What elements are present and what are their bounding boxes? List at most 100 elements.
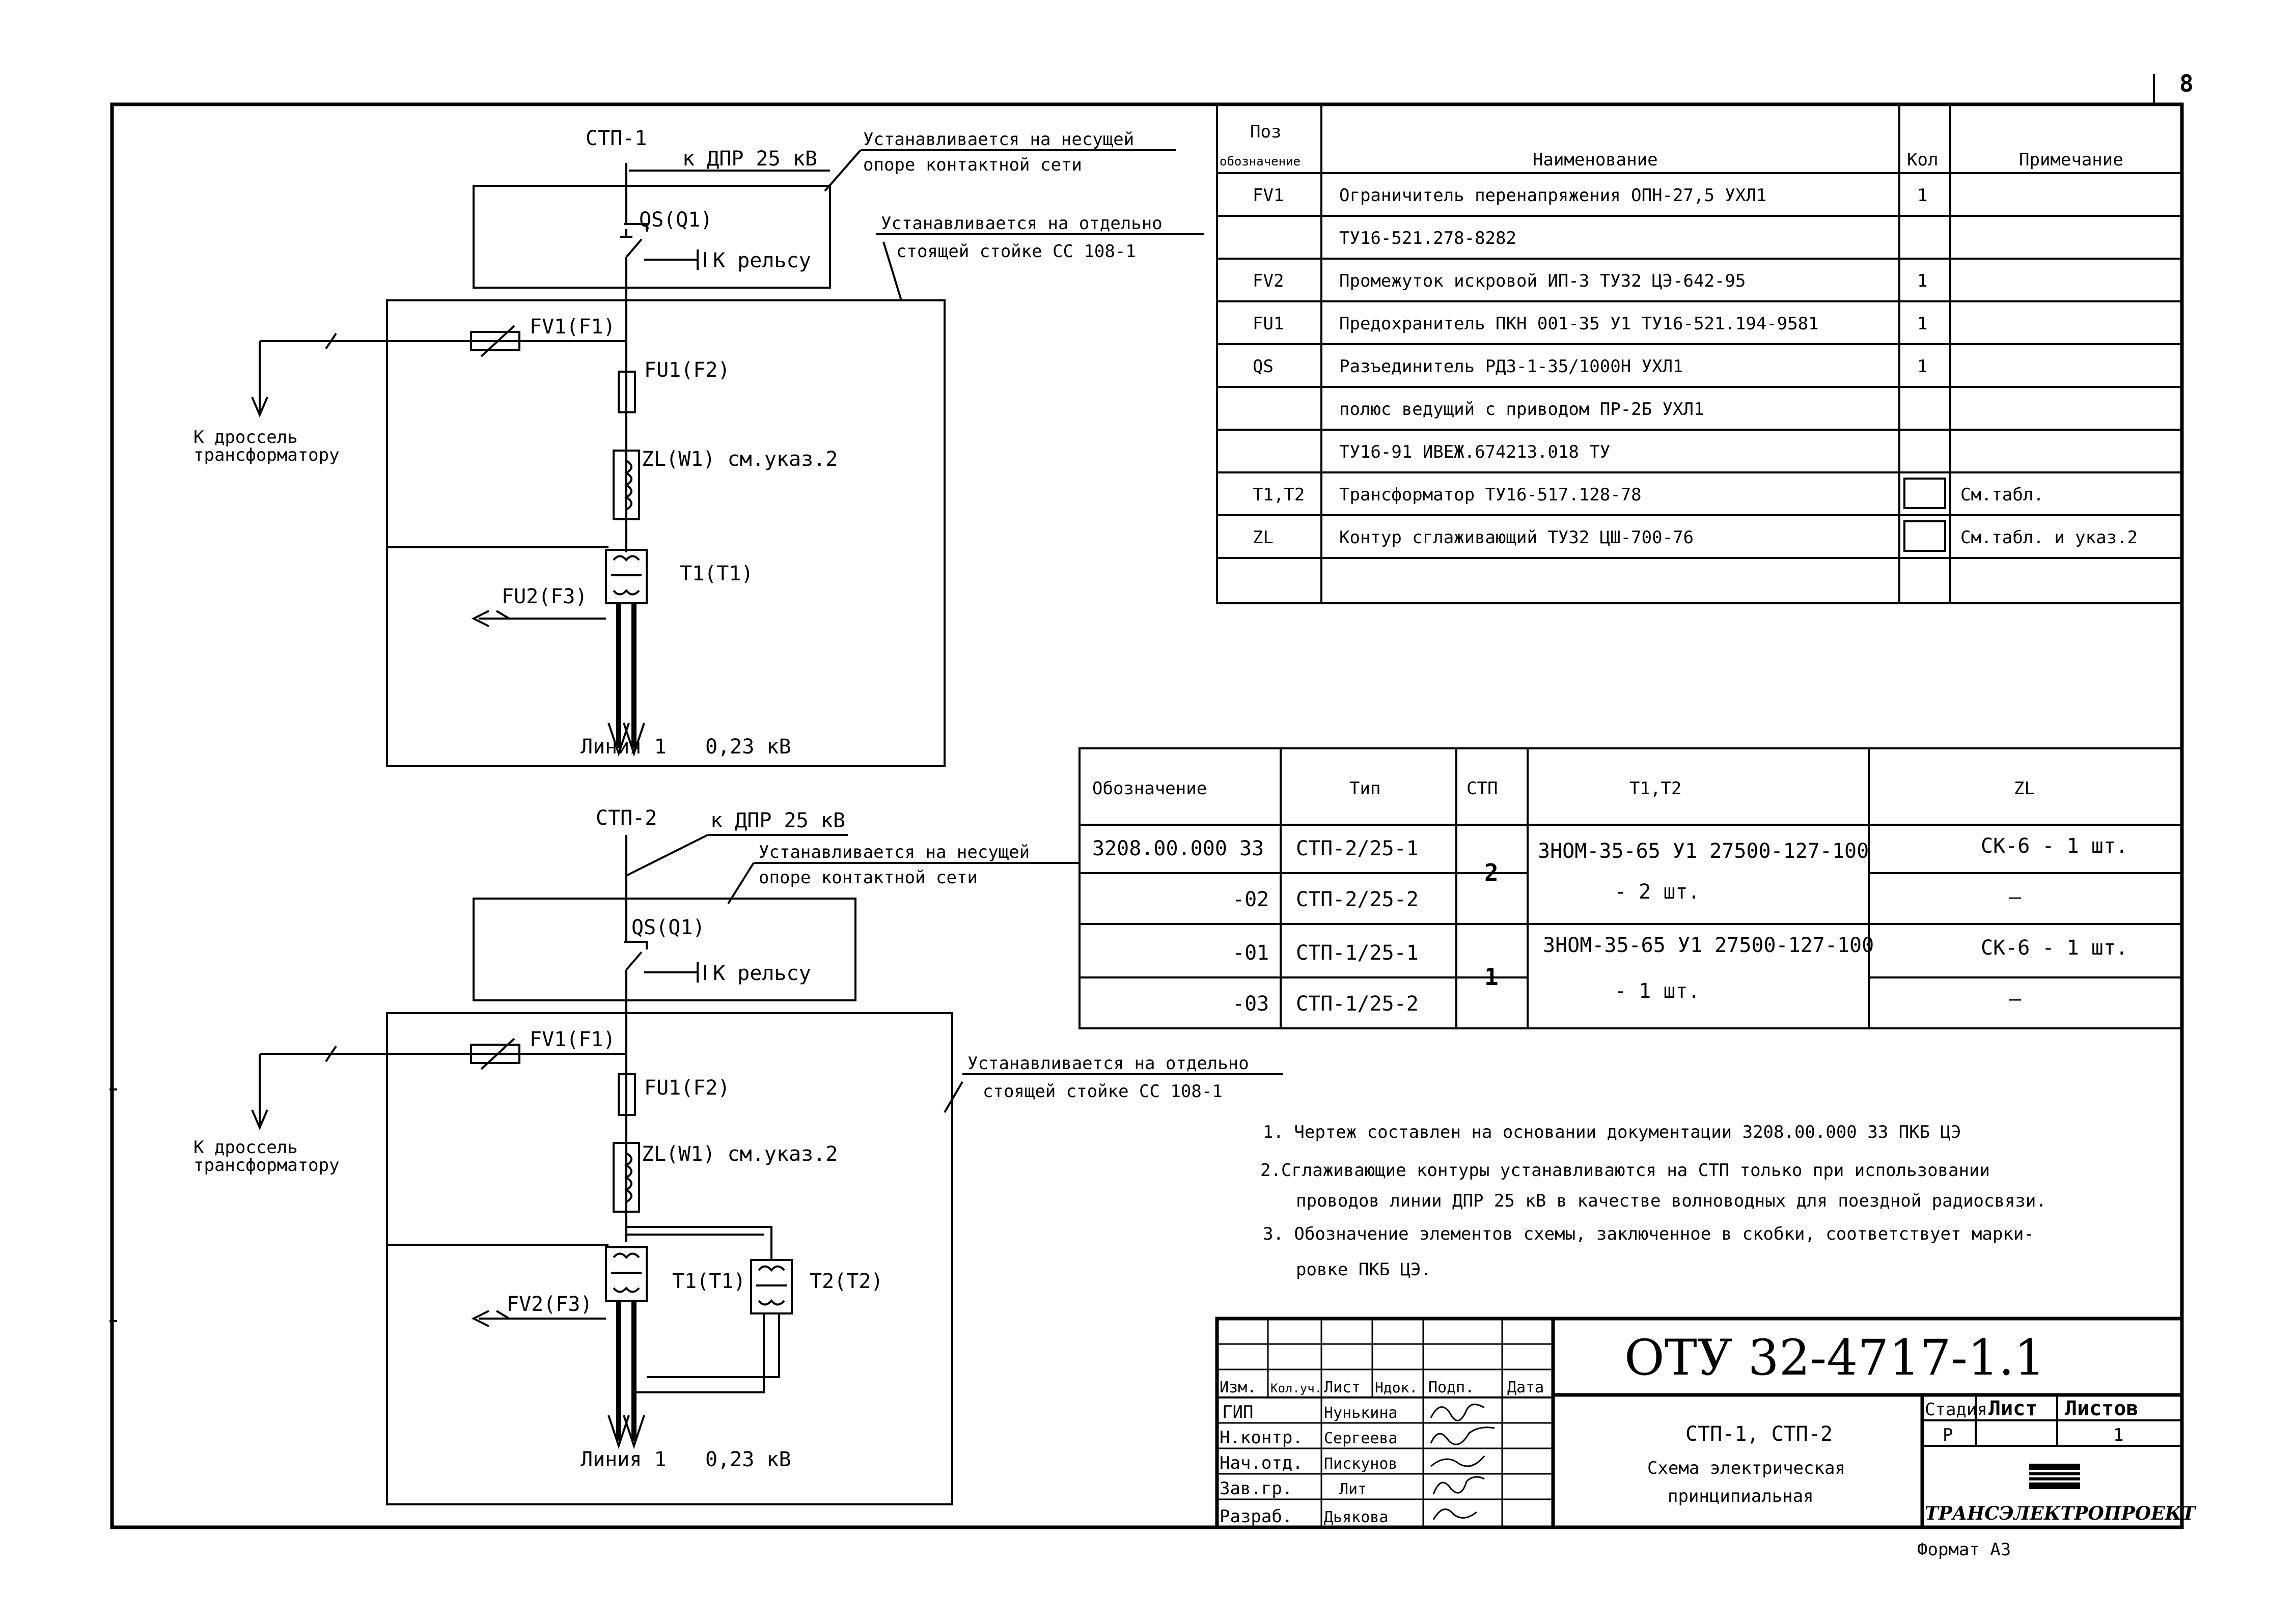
type-table-frame [1078, 747, 2183, 1029]
choke-arrow [251, 397, 268, 418]
cell-name: Трансформатор ТУ16-517.128-78 [1339, 485, 1642, 505]
note-mid-leader [944, 1081, 963, 1113]
fv2-tap [471, 610, 606, 627]
cell-qty: 1 [1917, 314, 1927, 334]
rail-label: К рельсу [713, 962, 811, 985]
page-number: 8 [2179, 70, 2194, 97]
feed-label: к ДПР 25 кВ [682, 147, 817, 171]
zl-coil [624, 1152, 632, 1203]
stand-box [386, 299, 946, 767]
feed-leader [626, 834, 708, 877]
person: Нунькина [1324, 1404, 1398, 1422]
rail-label: К рельсу [713, 249, 811, 272]
choke-label-1: К дроссель [193, 1137, 298, 1158]
cell-note: См.табл. и указ.2 [1960, 527, 2138, 548]
line-label: Линия 1 [580, 735, 667, 759]
note-3-cont: ровке ПКБ ЦЭ. [1296, 1260, 1431, 1280]
note-top-leader [727, 862, 755, 905]
transformer-t1 [605, 1246, 648, 1302]
company-name: ТРАНСЭЛЕКТРОПРОЕКТ [1925, 1503, 2196, 1524]
title-line-1: СТП-1, СТП-2 [1685, 1422, 1833, 1446]
t1-label: T1(T1) [672, 1270, 746, 1293]
cell-pos: ZL [1253, 527, 1274, 548]
t2-output [634, 1313, 780, 1393]
note-3: 3. Обозначение элементов схемы, заключен… [1263, 1224, 2034, 1244]
fuse-symbol [618, 1073, 636, 1116]
out-arrow-b [623, 1415, 645, 1449]
designation: -02 [1232, 888, 1269, 911]
fuse-symbol [618, 371, 636, 413]
fv2-tap [471, 1310, 606, 1327]
fu-label: FU1(F2) [644, 358, 730, 382]
cell-name: Промежуток искровой ИП-3 ТУ32 ЦЭ-642-95 [1339, 271, 1746, 291]
cell-name: ТУ16-91 ИВЕЖ.674213.018 ТУ [1339, 442, 1610, 462]
zl-coil [624, 460, 632, 511]
stp-count: 1 [1484, 963, 1499, 991]
note-top-line1: Устанавливается на несущей [863, 129, 1134, 150]
qs-label: QS(Q1) [631, 916, 705, 939]
role: Разраб. [1220, 1506, 1292, 1527]
fv-label: FV1(F1) [530, 1028, 616, 1051]
zl-label: ZL(W1) см.указ.2 [642, 1142, 838, 1166]
t1-coils [611, 1252, 642, 1293]
t2-label: T2(T2) [810, 1270, 883, 1293]
person: Дьякова [1324, 1508, 1388, 1526]
signature [1432, 1476, 1485, 1495]
qty-box [1903, 520, 1946, 552]
designation: -03 [1232, 992, 1269, 1016]
circuit-stp2: СТП-2 к ДПР 25 кВ Устанавливается на нес… [193, 806, 1283, 1505]
t1-label: T1(T1) [680, 562, 754, 585]
signature [1430, 1426, 1495, 1445]
format-label: Формат А3 [1917, 1540, 2011, 1560]
notes: 1. Чертеж составлен на основании докумен… [1260, 1122, 2046, 1280]
logo-lines [2024, 1470, 2085, 1482]
cable-tick [325, 1045, 337, 1062]
transformer-t1 [605, 549, 648, 604]
zl-label: ZL(W1) см.указ.2 [642, 447, 838, 471]
stage-label: Стадия [1925, 1400, 1987, 1420]
sheets-label: Листов [2065, 1397, 2139, 1420]
pole-box [473, 185, 831, 289]
col-header: Лист [1324, 1379, 1361, 1396]
note-mid-leader [882, 241, 902, 301]
note-1: 1. Чертеж составлен на основании докумен… [1263, 1122, 1961, 1142]
sheet-frame [110, 102, 2184, 1529]
type-table: Обозначение Тип СТП T1,T2 ZL 3208.00.000… [1078, 747, 2183, 1029]
fv2-label: FV2(F3) [507, 1293, 593, 1316]
note-2-cont: проводов линии ДПР 25 кВ в качестве волн… [1296, 1191, 2046, 1211]
rail-ground-symbol [626, 223, 706, 270]
choke-label-2: трансформатору [193, 445, 340, 465]
pole-box [473, 898, 856, 1001]
col-header: Изм. [1220, 1379, 1256, 1396]
col-header: Ндок. [1375, 1379, 1418, 1396]
zl-symbol [613, 1142, 640, 1213]
cell-pos: FU1 [1253, 314, 1284, 334]
rail-ground-symbol [626, 941, 706, 983]
note-top-line1: Устанавливается на несущей [759, 842, 1030, 862]
note-mid-line2: стоящей стойке СС 108-1 [983, 1081, 1223, 1102]
disconnector-symbol [624, 932, 643, 1039]
type: СТП-2/25-1 [1296, 837, 1419, 860]
hdr-zl: ZL [2014, 778, 2035, 799]
voltage-label: 0,23 кВ [705, 735, 791, 759]
arrester-symbol [470, 1044, 520, 1064]
cell-pos: QS [1253, 356, 1274, 377]
hdr-designation: Обозначение [1092, 778, 1207, 799]
cell-name: полюс ведущий с приводом ПР-2Б УХЛ1 [1339, 399, 1704, 419]
out-arrow-b [623, 722, 645, 757]
role: Н.контр. [1220, 1428, 1303, 1448]
designation: -01 [1232, 941, 1269, 965]
zl-value: СК-6 - 1 шт. [1981, 936, 2128, 960]
arrester-slash [480, 1038, 515, 1070]
cell-name: ТУ16-521.278-8282 [1339, 228, 1516, 248]
t-qty: - 1 шт. [1614, 980, 1700, 1003]
type: СТП-1/25-2 [1296, 992, 1419, 1016]
person: Лит [1339, 1480, 1367, 1498]
cell-qty: 1 [1917, 185, 1927, 206]
fu-label: FU1(F2) [644, 1076, 730, 1100]
note-mid-line1: Устанавливается на отдельно [967, 1053, 1249, 1074]
cell-pos: T1,T2 [1253, 485, 1305, 505]
person: Пискунов [1324, 1455, 1398, 1473]
revision-grid: Изм. Кол.уч. Лист Ндок. Подп. Дата ГИП Н… [1217, 1319, 1553, 1527]
title-line-3: принципиальная [1668, 1486, 1814, 1506]
